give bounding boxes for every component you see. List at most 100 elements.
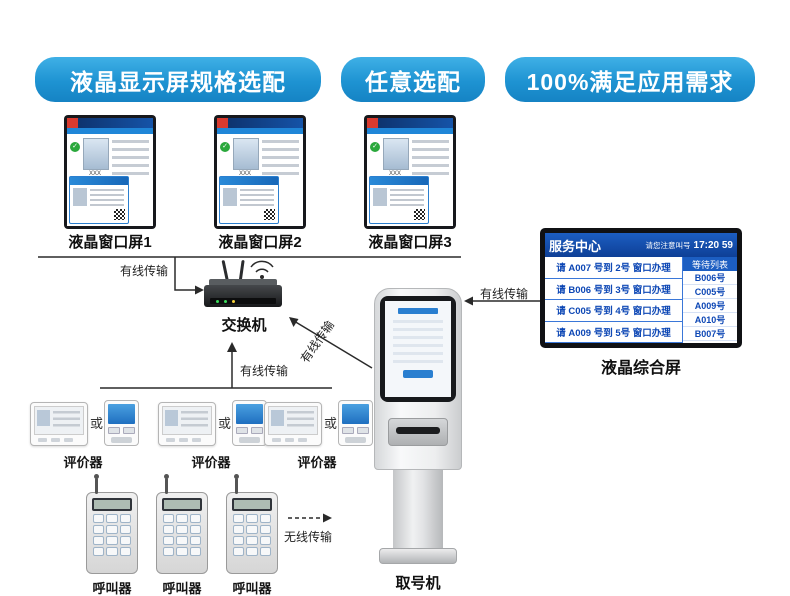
doctor-photo: [383, 138, 409, 170]
text-lines-placeholder: [53, 411, 80, 429]
clock-text: 17:20 59: [693, 239, 733, 251]
or-text: 或: [218, 416, 232, 431]
window-screen-3-label: 液晶窗口屏3: [368, 234, 452, 251]
evaluator-display-device: [158, 402, 216, 446]
text-lines-placeholder: [181, 411, 208, 429]
evaluator-label-1: 评价器: [63, 455, 103, 470]
evaluator-group-3: 或: [264, 400, 373, 446]
patient-photo: [73, 188, 87, 206]
wait-list-item: B006号: [683, 271, 737, 285]
notice-text: 请您注意叫号: [645, 240, 691, 250]
qr-code: [414, 209, 425, 220]
kiosk-logo-placeholder: [398, 308, 438, 314]
caller-lcd: [232, 498, 272, 511]
evaluator-button-bar: [111, 437, 132, 443]
or-text: 或: [90, 416, 104, 431]
antenna-icon: [234, 474, 239, 494]
wireless-label: 无线传输: [284, 530, 333, 544]
call-row: 请 C005 号到 4号 窗口办理: [545, 300, 682, 322]
banner-lcd-spec: 液晶显示屏规格选配: [35, 57, 321, 102]
service-center-title: 服务中心: [549, 238, 602, 254]
caller-lcd: [92, 498, 132, 511]
patient-card: [369, 176, 429, 224]
screen-header-bar: [367, 118, 453, 128]
kiosk-base: [379, 548, 457, 564]
banner-satisfy-needs-label: 100%满足应用需求: [526, 68, 734, 95]
caller-label-1: 呼叫器: [92, 581, 132, 596]
patient-photo: [373, 188, 387, 206]
evaluator-display-device: [264, 402, 322, 446]
wait-list-item: C006号: [683, 341, 737, 343]
patient-card: [219, 176, 279, 224]
qr-code: [264, 209, 275, 220]
evaluator-keypad-device: [232, 400, 267, 446]
status-led: [216, 300, 219, 303]
kiosk-label: 取号机: [395, 575, 441, 592]
switch-front: [210, 298, 276, 304]
text-lines-placeholder: [412, 140, 449, 180]
caller-device-3: [226, 474, 278, 574]
summary-display-body: 请 A007 号到 2号 窗口办理 请 B006 号到 3号 窗口办理 请 C0…: [545, 257, 737, 343]
or-text: 或: [324, 416, 338, 431]
check-icon: ✓: [220, 142, 230, 152]
qr-code: [114, 209, 125, 220]
evaluator-screen: [236, 404, 263, 424]
wait-list-title: 等待列表: [683, 257, 737, 271]
patient-card-header: [220, 177, 278, 185]
caller-lcd: [162, 498, 202, 511]
kiosk-text-placeholder: [393, 320, 443, 364]
window-screen-1-display: ✓ XXX: [67, 118, 153, 226]
call-rows: 请 A007 号到 2号 窗口办理 请 B006 号到 3号 窗口办理 请 C0…: [545, 257, 682, 343]
window-screen-2: ✓ XXX: [214, 115, 306, 229]
banner-lcd-spec-label: 液晶显示屏规格选配: [70, 68, 286, 95]
photo-placeholder: [271, 410, 284, 426]
patient-photo: [223, 188, 237, 206]
text-lines-placeholder: [262, 140, 299, 180]
summary-display-screen: 服务中心 请您注意叫号 17:20 59 请 A007 号到 2号 窗口办理 请…: [545, 233, 737, 343]
window-screen-3-display: ✓ XXX: [367, 118, 453, 226]
window-screen-2-display: ✓ XXX: [217, 118, 303, 226]
evaluator-screen: [342, 404, 369, 424]
screen-subheader-bar: [367, 128, 453, 134]
patient-text-placeholder: [240, 189, 274, 206]
network-switch: [204, 256, 284, 310]
patient-card: [69, 176, 129, 224]
banner-any-option: 任意选配: [341, 57, 485, 102]
evaluator-display-device: [30, 402, 88, 446]
evaluator-screen: [108, 404, 135, 424]
caller-label-3: 呼叫器: [232, 581, 272, 596]
caller-keypad: [233, 514, 271, 556]
window-screen-1-label: 液晶窗口屏1: [68, 234, 152, 251]
caller-keypad: [163, 514, 201, 556]
summary-display-header: 服务中心 请您注意叫号 17:20 59: [545, 233, 737, 257]
caller-label-2: 呼叫器: [162, 581, 202, 596]
photo-placeholder: [165, 410, 178, 426]
evaluator-button-bar: [239, 437, 260, 443]
doctor-name-placeholder: XXX: [388, 171, 401, 177]
check-icon: ✓: [70, 142, 80, 152]
patient-text-placeholder: [390, 189, 424, 206]
photo-placeholder: [37, 410, 50, 426]
patient-card-header: [70, 177, 128, 185]
antenna-icon: [94, 474, 99, 494]
network-switch-label: 交换机: [221, 317, 267, 334]
header-right: 请您注意叫号 17:20 59: [646, 240, 733, 251]
screen-subheader-bar: [217, 128, 303, 134]
screen-header-bar: [217, 118, 303, 128]
evaluator-keypad-device: [338, 400, 373, 446]
doctor-name-placeholder: XXX: [88, 171, 101, 177]
evaluator-screen: [34, 406, 84, 435]
ticket-slot: [396, 427, 440, 434]
evaluator-screen: [162, 406, 212, 435]
check-icon: ✓: [370, 142, 380, 152]
call-row: 请 A007 号到 2号 窗口办理: [545, 257, 682, 279]
evaluator-label-2: 评价器: [191, 455, 231, 470]
call-row: 请 A009 号到 5号 窗口办理: [545, 321, 682, 343]
text-lines-placeholder: [112, 140, 149, 180]
logo-block: [367, 118, 378, 128]
window-screen-3: ✓ XXX: [364, 115, 456, 229]
caller-device-1: [86, 474, 138, 574]
evaluator-buttons: [272, 438, 307, 442]
